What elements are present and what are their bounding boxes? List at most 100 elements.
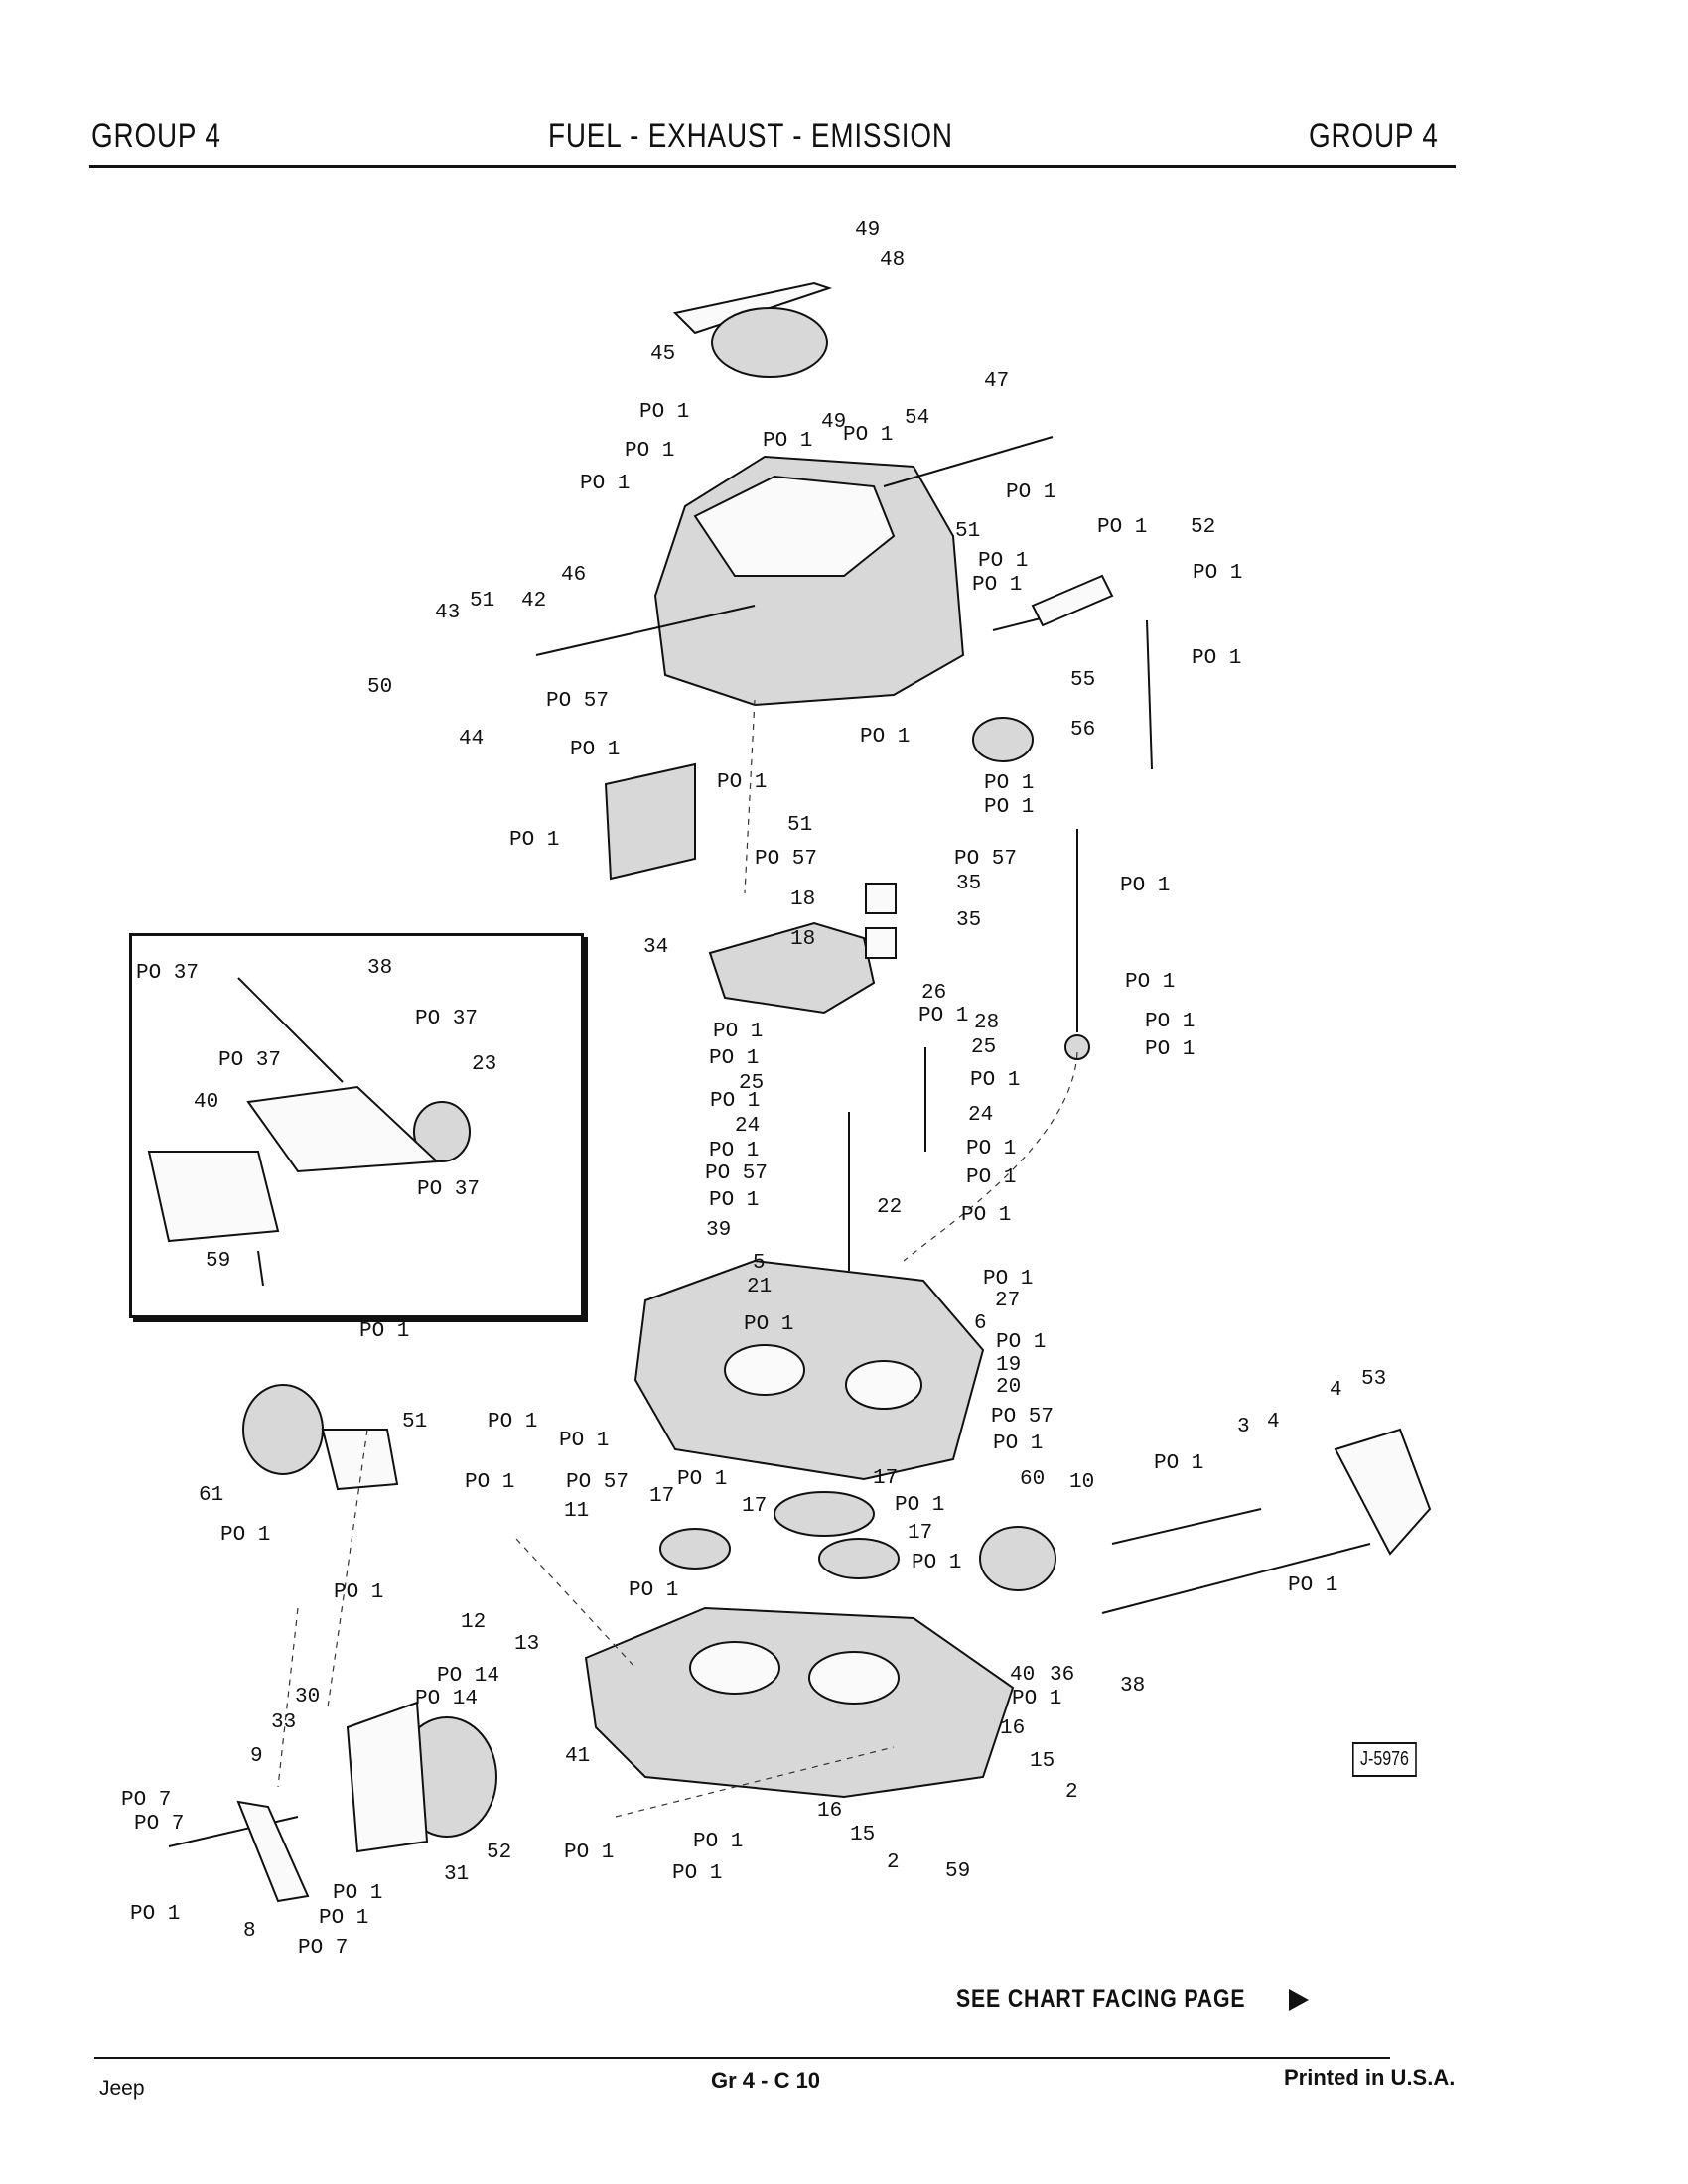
callout-label: PO 1 <box>983 1268 1033 1291</box>
callout-label: 40 <box>1010 1664 1035 1687</box>
callout-label: PO 1 <box>961 1204 1011 1227</box>
callout-label: PO 1 <box>1145 1038 1195 1061</box>
inset-solenoid-assembly <box>147 977 471 1287</box>
callout-label: PO 1 <box>996 1331 1046 1354</box>
callout-label: 43 <box>435 602 460 624</box>
callout-label: 51 <box>787 814 812 837</box>
callout-label: PO 1 <box>912 1552 961 1574</box>
callout-label: 15 <box>850 1824 875 1846</box>
callout-label: PO 1 <box>334 1581 383 1604</box>
see-chart-note: SEE CHART FACING PAGE <box>956 1985 1246 2013</box>
throttle-body <box>584 1606 1015 1799</box>
callout-label: PO 1 <box>717 771 767 794</box>
callout-label: 4 <box>1267 1411 1280 1433</box>
callout-label: 42 <box>521 590 546 613</box>
callout-label: PO 1 <box>860 726 910 749</box>
callout-label: PO 7 <box>298 1937 348 1960</box>
callout-label: 52 <box>1191 516 1215 539</box>
callout-label: PO 1 <box>677 1468 727 1491</box>
callout-label: PO 1 <box>1125 971 1175 994</box>
callout-label: 11 <box>564 1500 589 1523</box>
callout-label: 38 <box>367 957 392 980</box>
callout-label: PO 57 <box>991 1406 1054 1429</box>
callout-label: 2 <box>887 1851 900 1874</box>
callout-label: 49 <box>821 411 846 434</box>
callout-label: 51 <box>955 520 980 543</box>
callout-label: 36 <box>1050 1664 1074 1687</box>
callout-label: PO 1 <box>709 1189 759 1212</box>
callout-label: 18 <box>790 888 815 911</box>
callout-label: PO 1 <box>918 1005 968 1027</box>
throttle-shafts <box>1101 1428 1432 1614</box>
springs-and-rods <box>848 829 1090 1271</box>
callout-label: 9 <box>250 1745 263 1768</box>
callout-label: 51 <box>402 1411 427 1433</box>
callout-label: PO 1 <box>970 1069 1020 1092</box>
callout-label: 38 <box>1120 1675 1145 1698</box>
callout-label: PO 57 <box>705 1162 768 1185</box>
callout-label: PO 1 <box>1192 647 1241 670</box>
callout-label: 19 <box>996 1354 1021 1377</box>
header-section-title: FUEL - EXHAUST - EMISSION <box>548 117 953 155</box>
callout-label: 27 <box>995 1290 1020 1312</box>
callout-label: PO 1 <box>1288 1574 1337 1597</box>
callout-label: 25 <box>971 1036 996 1059</box>
callout-label: 39 <box>706 1219 731 1242</box>
callout-label: 17 <box>908 1522 932 1545</box>
callout-label: PO 1 <box>966 1138 1016 1160</box>
callout-label: 20 <box>996 1376 1021 1399</box>
callout-label: 4 <box>1330 1379 1342 1402</box>
callout-label: 59 <box>206 1250 230 1273</box>
callout-label: 10 <box>1069 1471 1094 1494</box>
callout-label: PO 14 <box>437 1665 499 1688</box>
callout-label: PO 1 <box>966 1166 1016 1189</box>
callout-label: PO 1 <box>1154 1452 1203 1475</box>
callout-label: 17 <box>742 1495 767 1518</box>
callout-label: PO 1 <box>333 1882 382 1905</box>
callout-label: 23 <box>472 1053 496 1076</box>
callout-label: 22 <box>877 1196 902 1219</box>
callout-label: PO 7 <box>134 1813 184 1836</box>
callout-label: PO 1 <box>1193 562 1242 585</box>
callout-label: 55 <box>1070 669 1095 692</box>
callout-label: 13 <box>514 1633 539 1656</box>
callout-label: PO 1 <box>319 1907 368 1930</box>
callout-label: PO 1 <box>580 473 630 495</box>
callout-label: PO 1 <box>984 796 1034 819</box>
callout-label: 53 <box>1361 1368 1386 1391</box>
callout-label: PO 57 <box>566 1471 629 1494</box>
callout-label: PO 1 <box>559 1430 609 1452</box>
callout-label: 47 <box>984 370 1009 393</box>
footer-page-number: Gr 4 - C 10 <box>711 2068 821 2093</box>
reference-code: J-5976 <box>1352 1742 1417 1777</box>
callout-label: 17 <box>649 1485 674 1508</box>
callout-label: 17 <box>873 1467 898 1490</box>
callout-label: 28 <box>974 1012 999 1034</box>
callout-label: 15 <box>1030 1750 1055 1773</box>
inset-detail-frame <box>129 933 584 1318</box>
callout-label: PO 1 <box>1012 1688 1061 1710</box>
callout-label: PO 1 <box>488 1411 537 1433</box>
choke-diaphragm <box>242 1384 399 1491</box>
shield-plate <box>604 762 696 881</box>
callout-label: PO 1 <box>843 424 893 447</box>
header-group-right: GROUP 4 <box>1309 117 1439 155</box>
footer-brand: Jeep <box>99 2077 145 2100</box>
callout-label: PO 7 <box>121 1789 171 1812</box>
callout-label: 16 <box>817 1800 842 1823</box>
callout-label: PO 1 <box>359 1320 409 1343</box>
callout-label: PO 37 <box>218 1049 281 1072</box>
callout-label: PO 1 <box>978 550 1028 573</box>
callout-label: PO 1 <box>639 401 689 424</box>
callout-label: PO 1 <box>564 1842 614 1864</box>
callout-label: 59 <box>945 1860 970 1883</box>
callout-label: PO 37 <box>417 1178 480 1201</box>
callout-label: PO 1 <box>763 430 812 453</box>
right-arrow-icon <box>1289 1989 1309 2011</box>
cover-plate <box>672 281 833 378</box>
callout-label: 60 <box>1020 1468 1045 1491</box>
callout-label: 61 <box>199 1484 223 1507</box>
callout-label: 31 <box>444 1863 469 1886</box>
